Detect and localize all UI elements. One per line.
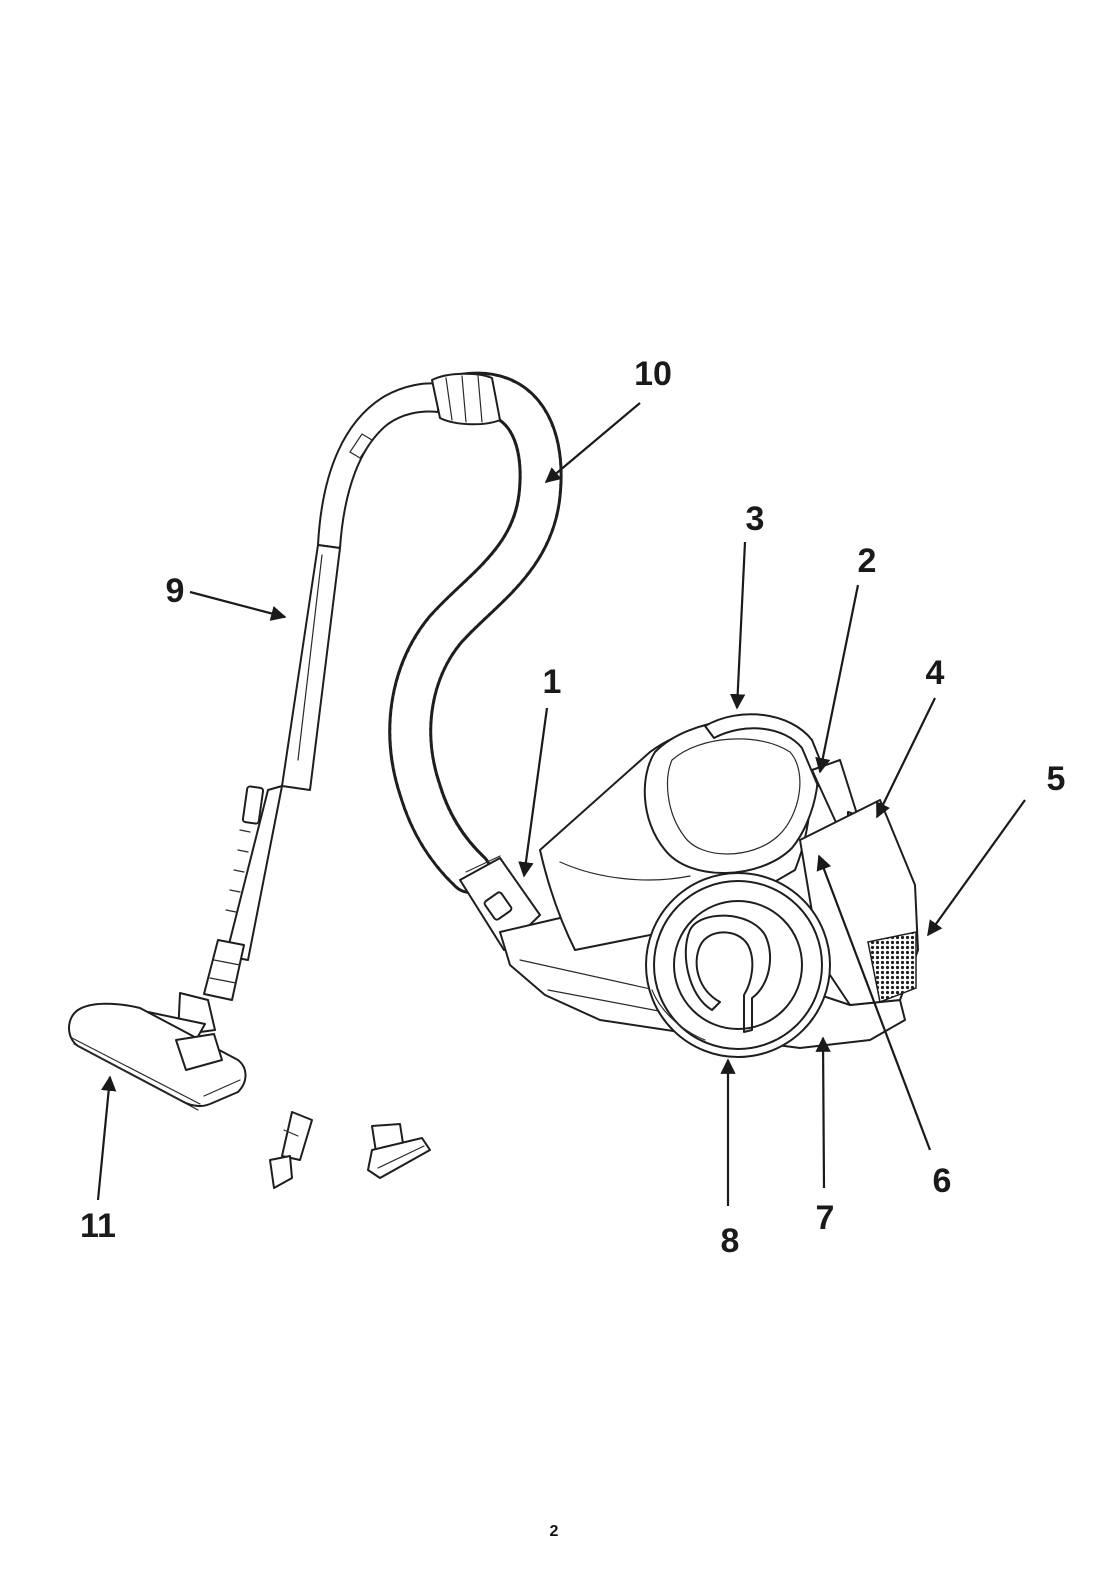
callout-4: 4 — [926, 654, 945, 692]
callout-1: 1 — [543, 663, 562, 701]
callout-2: 2 — [858, 542, 877, 580]
leader-5 — [928, 800, 1025, 935]
callout-3: 3 — [746, 500, 765, 538]
callout-7: 7 — [816, 1199, 835, 1237]
callout-5: 5 — [1047, 760, 1066, 798]
floor-nozzle — [69, 993, 246, 1110]
leader-2 — [820, 585, 858, 772]
page-number: 2 — [0, 1523, 1108, 1541]
leader-7 — [823, 1038, 824, 1188]
leader-4 — [877, 698, 935, 817]
crevice-tool-accessory — [270, 1112, 312, 1188]
callout-8: 8 — [721, 1222, 740, 1260]
vacuum-body — [500, 714, 918, 1057]
leader-10 — [546, 403, 640, 482]
leader-11 — [98, 1077, 110, 1200]
callout-6: 6 — [933, 1162, 952, 1200]
leader-3 — [737, 542, 745, 708]
leader-9 — [190, 592, 285, 617]
callout-labels: 1 2 3 4 5 6 7 8 9 10 11 — [80, 355, 1065, 1260]
flexible-hose — [410, 374, 540, 950]
callout-11: 11 — [80, 1207, 116, 1245]
upholstery-brush-accessory — [368, 1124, 430, 1178]
callout-9: 9 — [166, 572, 185, 610]
callout-10: 10 — [634, 355, 672, 393]
